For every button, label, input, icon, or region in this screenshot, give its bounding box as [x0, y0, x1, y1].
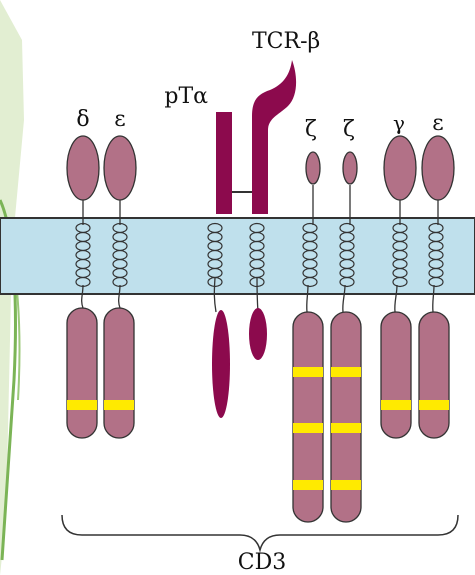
- zeta-1-label: ζ: [305, 117, 317, 142]
- epsilon-right-cytoplasmic-tail: [419, 312, 449, 438]
- zeta-1-itam-3: [293, 480, 323, 490]
- gamma-label: γ: [393, 111, 405, 135]
- epsilon-left-label: ε: [114, 107, 125, 132]
- delta-itam: [67, 400, 97, 410]
- pta-cytoplasmic-tail: [212, 310, 230, 418]
- gamma-itam: [381, 400, 411, 410]
- epsilon-right-label: ε: [432, 111, 443, 136]
- pre-tcr-extracellular: [216, 60, 296, 214]
- epsilon-right-itam: [419, 400, 449, 410]
- epsilon-left-itam: [104, 400, 134, 410]
- epsilon-right-extracellular-domain: [422, 136, 454, 200]
- zeta-2-cytoplasmic-tail: [331, 312, 361, 522]
- delta-extracellular-domain: [67, 136, 99, 200]
- cell-membrane: [0, 218, 475, 294]
- zeta-1-cytoplasmic-tail: [293, 312, 323, 522]
- tcr-beta-extracellular-chain: [252, 60, 296, 214]
- cytoplasmic-tails: [67, 308, 449, 522]
- zeta-2-itam-1: [331, 367, 361, 377]
- zeta-1-itam-1: [293, 367, 323, 377]
- delta-cytoplasmic-tail: [67, 308, 97, 438]
- zeta-2-itam-2: [331, 423, 361, 433]
- epsilon-left-extracellular-domain: [104, 136, 136, 200]
- delta-label: δ: [76, 107, 89, 132]
- tcr-beta-label: TCR-β: [252, 29, 320, 54]
- zeta-1-extracellular-domain: [306, 152, 320, 184]
- epsilon-left-cytoplasmic-tail: [104, 308, 134, 438]
- pta-label: pTα: [164, 84, 208, 109]
- pta-extracellular-chain: [216, 112, 232, 214]
- zeta-2-extracellular-domain: [343, 152, 357, 184]
- zeta-1-itam-2: [293, 423, 323, 433]
- cd3-label: CD3: [238, 550, 286, 575]
- tcr-beta-cytoplasmic-tail: [249, 308, 267, 360]
- gamma-extracellular-domain: [384, 136, 416, 200]
- zeta-2-itam-3: [331, 480, 361, 490]
- gamma-cytoplasmic-tail: [381, 312, 411, 438]
- zeta-2-label: ζ: [343, 117, 355, 142]
- cd3-brace: [62, 515, 458, 550]
